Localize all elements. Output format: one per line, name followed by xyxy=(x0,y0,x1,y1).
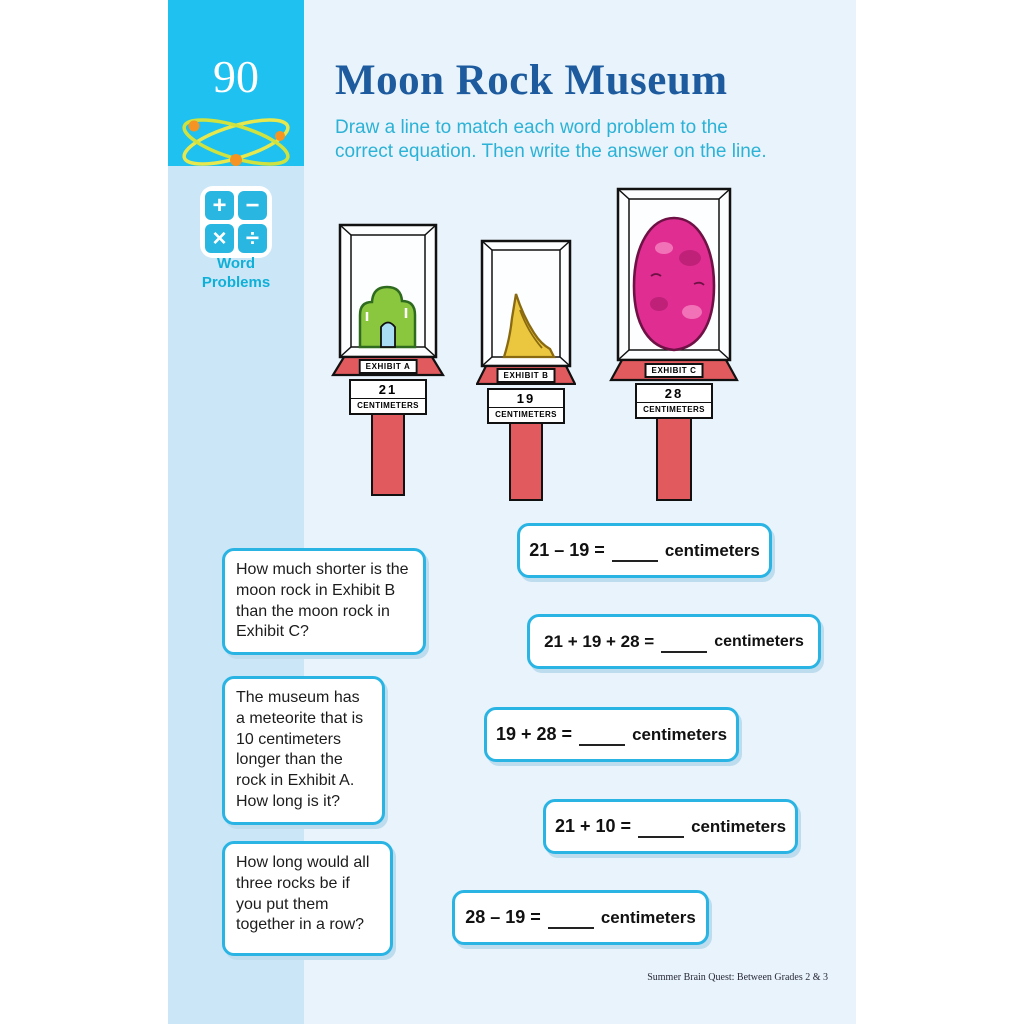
instructions-line-2: correct equation. Then write the answer … xyxy=(335,141,767,163)
instructions: Draw a line to match each word problem t… xyxy=(335,116,767,165)
answer-blank[interactable] xyxy=(579,731,626,746)
divide-icon: ÷ xyxy=(238,224,267,253)
instructions-line-1: Draw a line to match each word problem t… xyxy=(335,117,728,138)
measurement-number: 21 xyxy=(378,382,398,397)
equation-box[interactable]: 21 + 10 = centimeters xyxy=(543,799,798,854)
equation-expression: 21 + 19 + 28 = xyxy=(544,631,655,651)
measurement-unit: CENTIMETERS xyxy=(637,402,711,417)
equation-unit: centimeters xyxy=(691,816,786,836)
equation-expression: 19 + 28 = xyxy=(496,724,573,744)
equation-box[interactable]: 21 + 19 + 28 = centimeters xyxy=(527,614,821,669)
moon-rock-a xyxy=(358,285,417,349)
display-case-b-graphic xyxy=(476,239,576,385)
word-problem-box[interactable]: How much shorter is the moon rock in Exh… xyxy=(222,548,426,656)
footer-credit: Summer Brain Quest: Between Grades 2 & 3 xyxy=(647,972,828,983)
word-problem-text: How long would all three rocks be if you… xyxy=(236,854,370,934)
answer-blank[interactable] xyxy=(661,638,708,653)
atom-icon xyxy=(177,104,295,180)
workbook-page: 90 + − × ÷ Word Problems xyxy=(168,0,856,1024)
measurement-number: 28 xyxy=(664,386,684,401)
measurement-sign: 28 CENTIMETERS xyxy=(635,383,713,419)
equation-unit: centimeters xyxy=(632,724,727,744)
exhibit-label-plate: EXHIBIT A xyxy=(358,359,418,374)
exhibit-b-display: EXHIBIT B 19 CENTIMETERS xyxy=(476,238,576,502)
display-case-a-graphic xyxy=(331,223,445,377)
exhibit-a-display: EXHIBIT A 21 CENTIMETERS xyxy=(330,222,446,502)
equation-box[interactable]: 21 – 19 = centimeters xyxy=(517,523,772,578)
equation-expression: 28 – 19 = xyxy=(465,907,541,927)
exhibit-label-plate: EXHIBIT B xyxy=(496,368,556,383)
moon-rock-b xyxy=(502,293,556,359)
exhibit-label-plate: EXHIBIT C xyxy=(644,363,704,378)
measurement-unit: CENTIMETERS xyxy=(351,398,425,413)
equation-box[interactable]: 19 + 28 = centimeters xyxy=(484,707,739,762)
measurement-number: 19 xyxy=(516,391,536,406)
equation-unit: centimeters xyxy=(600,907,696,927)
math-symbols-icon: + − × ÷ xyxy=(200,186,272,258)
equation-expression: 21 – 19 = xyxy=(529,540,605,560)
word-problem-text: The museum has a meteorite that is 10 ce… xyxy=(236,689,364,810)
equation-unit: centimeters xyxy=(664,540,760,560)
answer-blank[interactable] xyxy=(611,547,658,562)
measurement-unit: CENTIMETERS xyxy=(489,407,563,422)
measurement-sign: 21 CENTIMETERS xyxy=(349,379,427,415)
equation-expression: 21 + 10 = xyxy=(555,816,632,836)
pedestal xyxy=(371,413,405,496)
word-problem-box[interactable]: The museum has a meteorite that is 10 ce… xyxy=(222,676,385,825)
page-number: 90 xyxy=(213,50,259,102)
exhibit-c-display: EXHIBIT C 28 CENTIMETERS xyxy=(604,186,744,502)
answer-blank[interactable] xyxy=(638,823,685,838)
measurement-sign: 19 CENTIMETERS xyxy=(487,388,565,424)
minus-icon: − xyxy=(238,191,267,220)
pedestal xyxy=(656,417,692,501)
pedestal xyxy=(509,422,543,501)
word-problem-box[interactable]: How long would all three rocks be if you… xyxy=(222,841,393,956)
page-title: Moon Rock Museum xyxy=(335,57,728,104)
word-problem-text: How much shorter is the moon rock in Exh… xyxy=(236,561,409,641)
display-case-c-graphic xyxy=(609,187,739,382)
section-label: Word Problems xyxy=(201,255,271,291)
plus-icon: + xyxy=(205,191,234,220)
equation-box[interactable]: 28 – 19 = centimeters xyxy=(452,890,709,945)
answer-blank[interactable] xyxy=(547,914,594,929)
equation-unit: centimeters xyxy=(714,632,804,650)
multiply-icon: × xyxy=(205,224,234,253)
